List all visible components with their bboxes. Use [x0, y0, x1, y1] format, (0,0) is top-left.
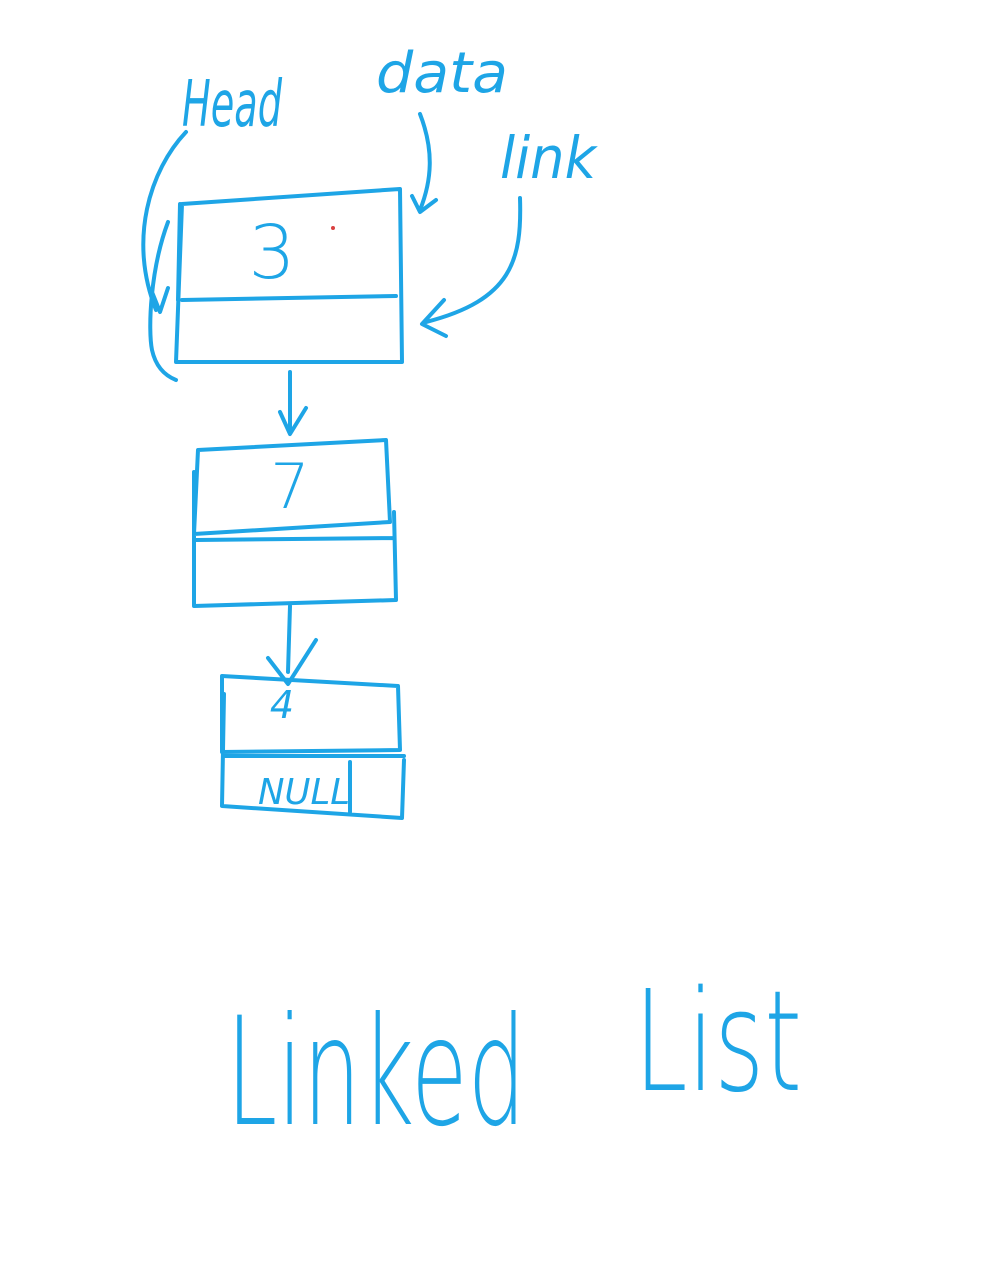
head-arrow [141, 130, 188, 382]
node-3-box [220, 674, 406, 820]
node-1-box [174, 187, 404, 364]
node-2-box [192, 438, 398, 608]
node-3-link: NULL [258, 772, 350, 813]
title-list: List [634, 961, 802, 1124]
head-label: Head [182, 68, 282, 142]
node-1: 3 [174, 187, 404, 364]
node-2: 7 [192, 438, 398, 608]
data-label: data [376, 41, 508, 106]
node-3: 4 NULL [220, 674, 406, 820]
link-arrow [420, 196, 523, 338]
arrow-node2-to-node3 [266, 604, 318, 686]
node-2-data: 7 [270, 450, 309, 523]
link-label: link [500, 124, 598, 192]
node-3-data: 4 [270, 683, 294, 727]
node-1-data: 3 [248, 210, 295, 296]
title-linked: Linked [226, 986, 526, 1160]
red-speck [331, 226, 335, 230]
data-arrow [410, 112, 438, 214]
arrow-node1-to-node2 [278, 370, 308, 436]
